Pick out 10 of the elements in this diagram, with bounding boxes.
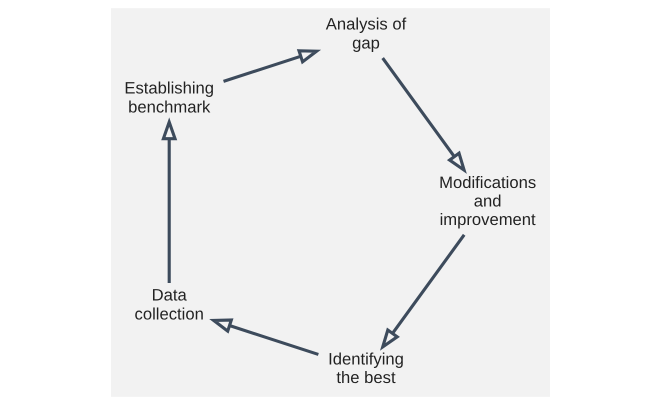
node-text: Modifications and improvement [438,172,536,230]
arrow [379,234,465,351]
node-text: Identifying the best [328,350,404,388]
arrow [208,318,318,356]
arrow [380,57,466,174]
node-text: Analysis of gap [325,14,406,52]
node-text: Establishing benchmark [124,78,214,116]
arrow [222,49,321,83]
arrow [160,117,177,284]
node-text: Data collection [134,286,204,324]
